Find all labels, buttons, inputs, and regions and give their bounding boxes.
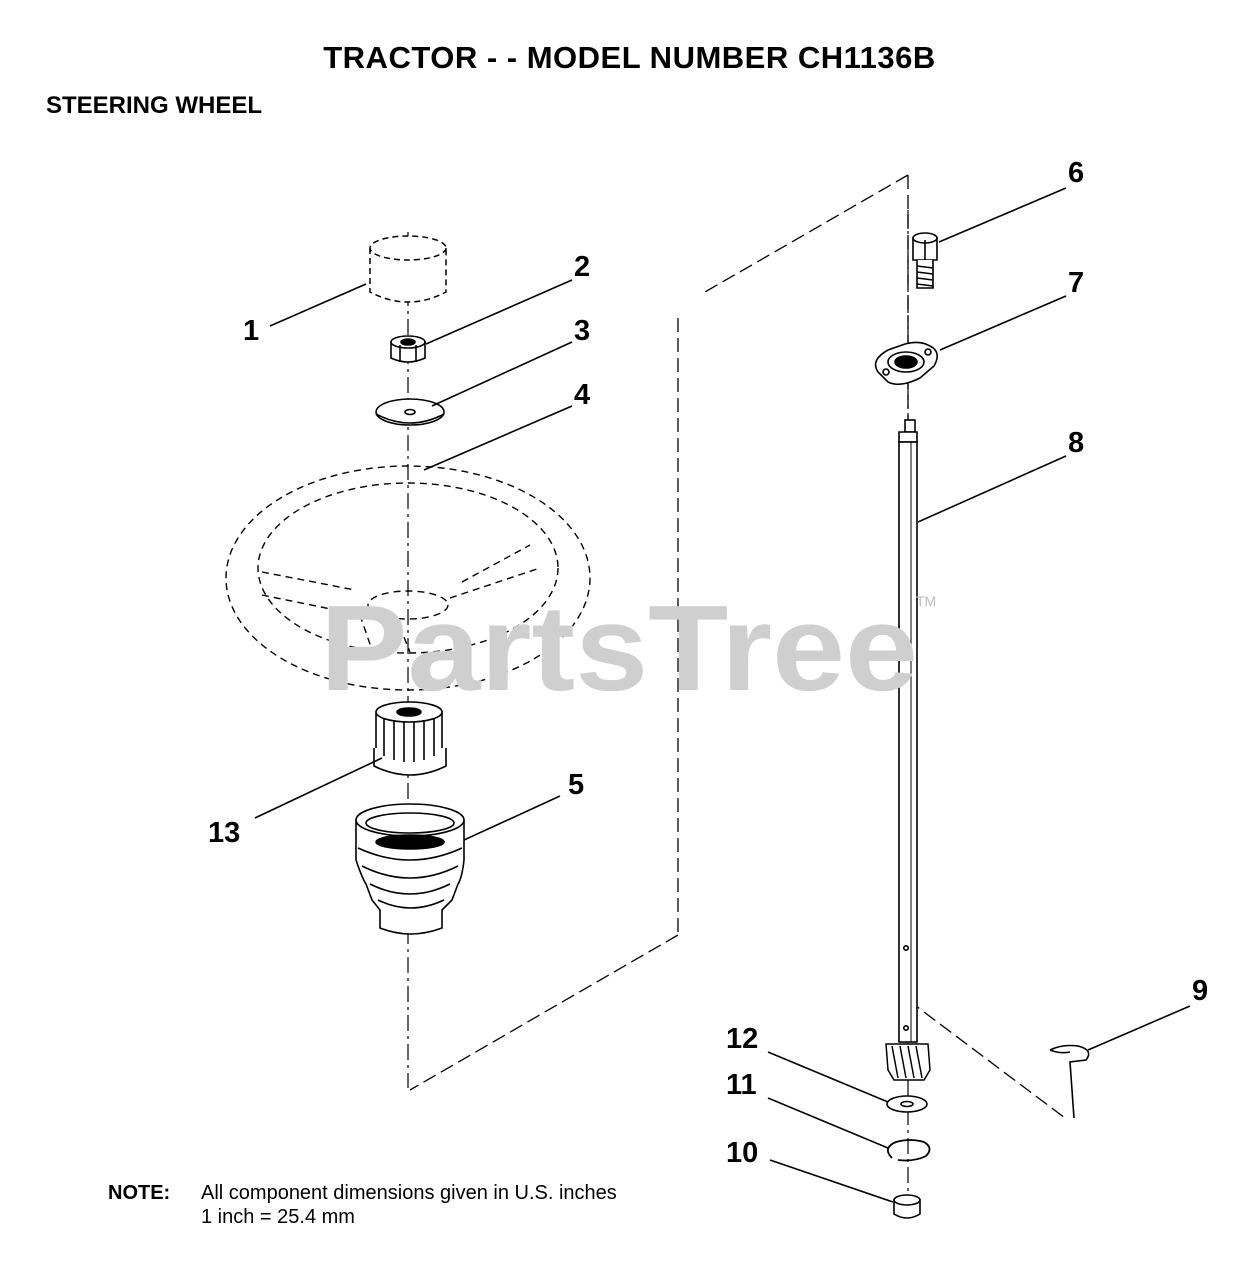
steering-shaft-part-8 bbox=[898, 419, 918, 1043]
page-title: TRACTOR - - MODEL NUMBER CH1136B bbox=[323, 40, 936, 75]
callout-numbers: 1 2 3 4 5 6 7 8 9 10 11 12 13 bbox=[208, 157, 1208, 1169]
callout-6: 6 bbox=[1068, 157, 1084, 189]
callout-1: 1 bbox=[243, 315, 259, 347]
steering-wheel-part-4 bbox=[225, 465, 591, 691]
note-label: NOTE: bbox=[108, 1182, 171, 1204]
watermark-text: PartsTree bbox=[320, 580, 918, 716]
leader-lines bbox=[254, 187, 1191, 1203]
callout-10: 10 bbox=[726, 1137, 758, 1169]
callout-7: 7 bbox=[1068, 267, 1084, 299]
pinion-gear bbox=[885, 1043, 931, 1081]
hub-adapter-part-13 bbox=[373, 701, 447, 776]
cap-part-1 bbox=[369, 235, 447, 303]
callout-9: 9 bbox=[1192, 975, 1208, 1007]
note-line-1: All component dimensions given in U.S. i… bbox=[201, 1182, 617, 1204]
callout-3: 3 bbox=[574, 315, 590, 347]
bolt-part-6 bbox=[912, 232, 938, 289]
callout-5: 5 bbox=[568, 769, 584, 801]
steering-boot-part-5 bbox=[355, 803, 465, 935]
note-line-2: 1 inch = 25.4 mm bbox=[201, 1206, 355, 1228]
callout-13: 13 bbox=[208, 817, 240, 849]
bushing-part-10 bbox=[893, 1194, 921, 1219]
callout-4: 4 bbox=[574, 379, 590, 411]
section-title: STEERING WHEEL bbox=[46, 92, 263, 119]
callout-8: 8 bbox=[1068, 427, 1084, 459]
callout-11: 11 bbox=[726, 1069, 757, 1101]
flange-bearing-part-7 bbox=[874, 341, 938, 386]
watermark-tm: TM bbox=[916, 593, 936, 609]
callout-2: 2 bbox=[574, 251, 590, 283]
washer-part-12 bbox=[886, 1095, 928, 1113]
bracket-part-9 bbox=[1049, 1044, 1090, 1119]
washer-part-3 bbox=[375, 398, 445, 426]
nut-part-2 bbox=[390, 335, 426, 363]
callout-12: 12 bbox=[726, 1023, 758, 1055]
retaining-ring-part-11 bbox=[886, 1139, 931, 1162]
